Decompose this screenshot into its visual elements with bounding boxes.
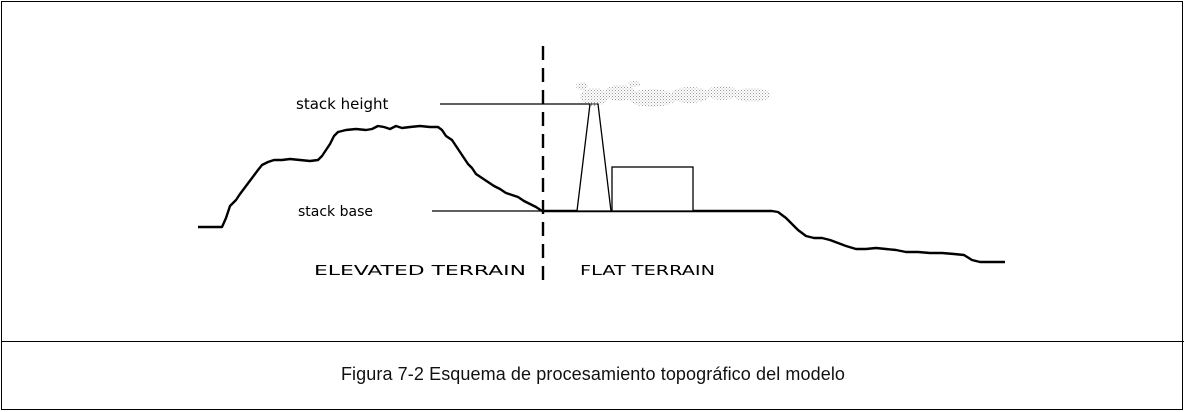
figure-caption: Figura 7-2 Esquema de procesamiento topo… (340, 364, 846, 384)
stack-base-label: stack base (298, 204, 373, 220)
smoke-plume (576, 81, 770, 107)
terrain-diagram: stack height stack base ELEVATED TERRAIN… (198, 46, 1005, 284)
stack-chimney (576, 103, 612, 212)
elevated-terrain-profile (198, 124, 543, 229)
elevated-terrain-label: ELEVATED TERRAIN (314, 263, 526, 279)
flat-terrain-label: FLAT TERRAIN (580, 263, 715, 279)
stack-height-label: stack height (296, 95, 389, 113)
caption-divider (1, 341, 1184, 342)
building (611, 166, 694, 212)
flat-terrain-profile (542, 209, 1005, 264)
